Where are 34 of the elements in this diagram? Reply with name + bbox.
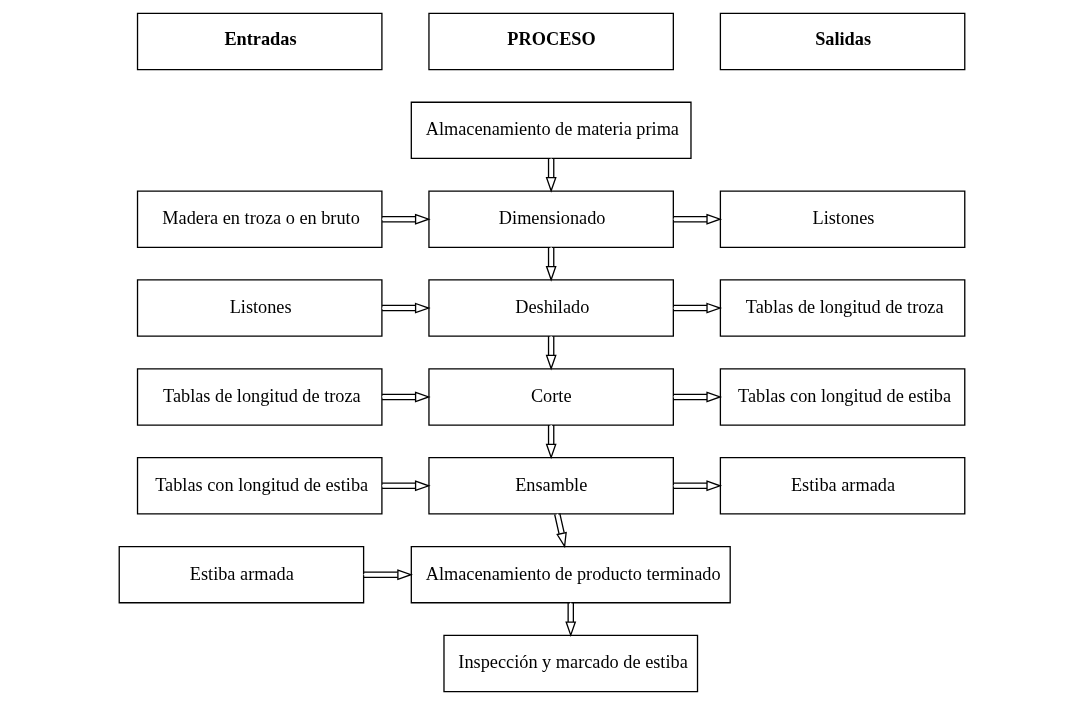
arrow <box>545 157 557 193</box>
node-box: Estiba armada <box>118 545 364 604</box>
node-box: PROCESO <box>427 12 674 71</box>
node-box: Almacenamiento de materia prima <box>410 101 692 160</box>
node-box: Dimensionado <box>427 190 674 248</box>
node-box: Almacenamiento de producto terminado <box>410 545 731 604</box>
arrow <box>545 335 557 371</box>
node-box: Tablas con longitud de estiba <box>719 368 965 426</box>
arrow <box>672 480 722 492</box>
node-box: Ensamble <box>427 457 674 515</box>
arrow <box>564 602 576 638</box>
node-box: Tablas con longitud de estiba <box>136 457 383 515</box>
node-box: Tablas de longitud de troza <box>136 368 383 426</box>
node-box: Entradas <box>136 12 383 71</box>
arrow <box>362 569 413 581</box>
node-box: Estiba armada <box>719 457 965 515</box>
arrow <box>380 480 431 492</box>
arrow <box>672 391 722 403</box>
node-box: Tablas de longitud de troza <box>719 279 965 337</box>
arrow <box>553 512 567 549</box>
arrow <box>380 391 431 403</box>
node-box: Salidas <box>719 12 965 71</box>
arrow <box>672 213 722 225</box>
node-box: Inspección y marcado de estiba <box>442 634 698 693</box>
arrow <box>545 246 557 282</box>
arrow <box>672 302 722 314</box>
node-box: Madera en troza o en bruto <box>136 190 383 248</box>
node-box: Listones <box>136 279 383 337</box>
arrow <box>380 213 431 225</box>
arrow <box>545 424 557 460</box>
node-box: Deshilado <box>427 279 674 337</box>
node-box: Listones <box>719 190 965 248</box>
arrow <box>380 302 431 314</box>
node-box: Corte <box>427 368 674 426</box>
